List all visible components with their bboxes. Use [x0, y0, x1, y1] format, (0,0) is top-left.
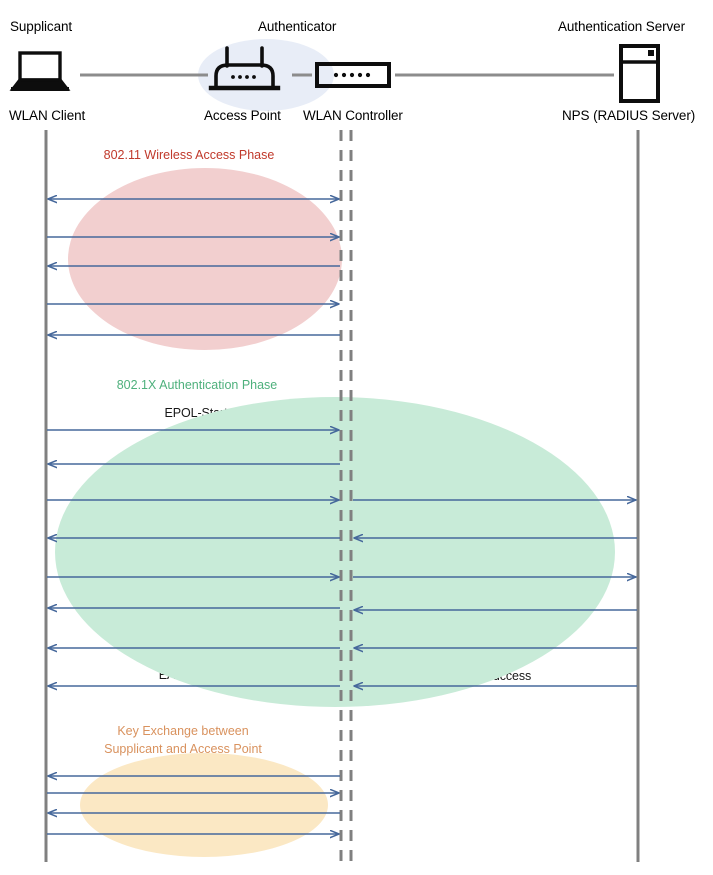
- wlan-controller-icon: [315, 62, 391, 88]
- actor-name-access-point: Access Point: [204, 108, 281, 123]
- phase-ellipse-802-11: [68, 168, 342, 350]
- server-icon: [619, 44, 660, 103]
- access-point-icon: [208, 46, 281, 91]
- actor-role-authenticator: Authenticator: [258, 19, 337, 34]
- actor-role-supplicant: Supplicant: [10, 19, 73, 34]
- authenticator-group-ellipse: [198, 39, 334, 111]
- laptop-icon: [9, 51, 71, 91]
- actor-name-wlan-client: WLAN Client: [9, 108, 86, 123]
- phase-label-802-11-wireless-access: 802.11 Wireless Access Phase: [103, 148, 275, 162]
- actor-role-authentication-server: Authentication Server: [558, 19, 685, 34]
- actor-name-wlan-controller: WLAN Controller: [303, 108, 403, 123]
- arrow-group-key-exchange: [47, 776, 340, 834]
- phase-ellipse-802-1x: [55, 397, 615, 707]
- phase-ellipse-key-exchange: [80, 753, 328, 857]
- arrow-group-802-1x-left: [47, 430, 340, 686]
- arrow-group-802-11: [47, 199, 340, 335]
- phase-label-key-exchange-line1: Key Exchange between: [117, 724, 249, 738]
- actor-name-nps-radius-server: NPS (RADIUS Server): [562, 108, 696, 123]
- phase-label-key-exchange-line2: Supplicant and Access Point: [104, 742, 262, 756]
- arrow-group-802-1x-right: [353, 500, 637, 686]
- phase-label-802-1x-authentication: 802.1X Authentication Phase: [116, 378, 278, 392]
